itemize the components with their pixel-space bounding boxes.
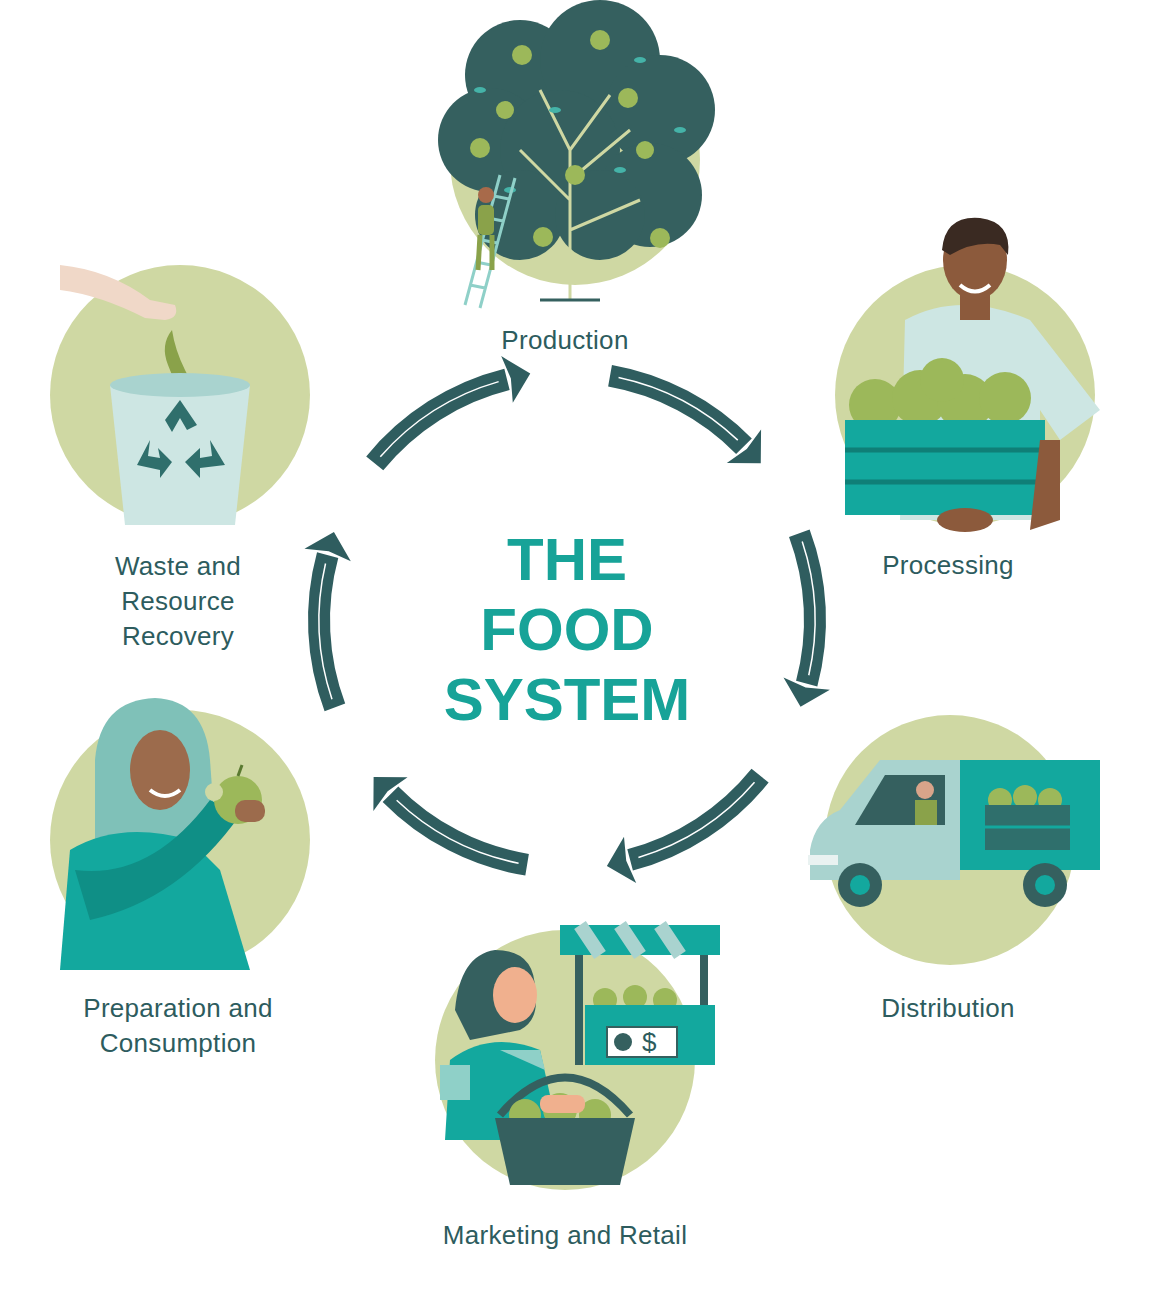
stage-node: Distribution <box>818 715 1078 1030</box>
diagram-title: THE FOOD SYSTEM <box>422 525 712 735</box>
arrow-shaft <box>319 555 335 707</box>
stage-label: Marketing and Retail <box>375 1218 755 1253</box>
arrow-highlight <box>380 382 498 457</box>
bin-illustration <box>50 265 310 525</box>
eater-illustration <box>50 698 310 970</box>
arrow-shaft <box>799 533 815 683</box>
stage-label: Waste and Resource Recovery <box>93 549 263 654</box>
arrow-head <box>501 356 530 403</box>
stage-node: Waste and Resource Recovery <box>93 265 263 658</box>
arrow-highlight <box>638 782 754 857</box>
arrow-head <box>607 837 636 883</box>
cycle-arrow <box>304 532 350 707</box>
cycle-arrow <box>783 533 829 707</box>
arrow-highlight <box>397 800 519 863</box>
arrow-shaft <box>375 379 507 463</box>
stage-node: Production <box>415 35 715 362</box>
price-tag-text: $ <box>642 1028 656 1056</box>
stage-node: Marketing and Retail <box>375 930 755 1257</box>
market-illustration <box>435 925 720 1190</box>
stage-label: Preparation and Consumption <box>47 991 309 1061</box>
cycle-arrow <box>373 777 527 865</box>
tree-illustration <box>438 0 715 308</box>
stage-label: Processing <box>818 548 1078 583</box>
cycle-arrow <box>375 356 531 463</box>
arrow-shaft <box>610 376 744 446</box>
cycle-arrow <box>607 776 760 883</box>
worker-illustration <box>835 218 1100 532</box>
stage-node: Processing <box>818 265 1078 587</box>
arrow-head <box>727 429 761 463</box>
arrow-highlight <box>619 377 738 440</box>
stage-label: Distribution <box>818 991 1078 1026</box>
stage-node: Preparation and Consumption <box>47 710 309 1065</box>
arrow-highlight <box>319 563 332 699</box>
arrow-head <box>373 777 407 811</box>
arrow-shaft <box>630 776 760 860</box>
stage-label: Production <box>415 323 715 358</box>
arrow-shaft <box>390 794 527 865</box>
arrow-highlight <box>802 541 815 675</box>
truck-illustration <box>808 715 1100 965</box>
arrow-head <box>304 532 350 561</box>
cycle-arrow <box>610 376 761 464</box>
arrow-head <box>783 677 829 706</box>
